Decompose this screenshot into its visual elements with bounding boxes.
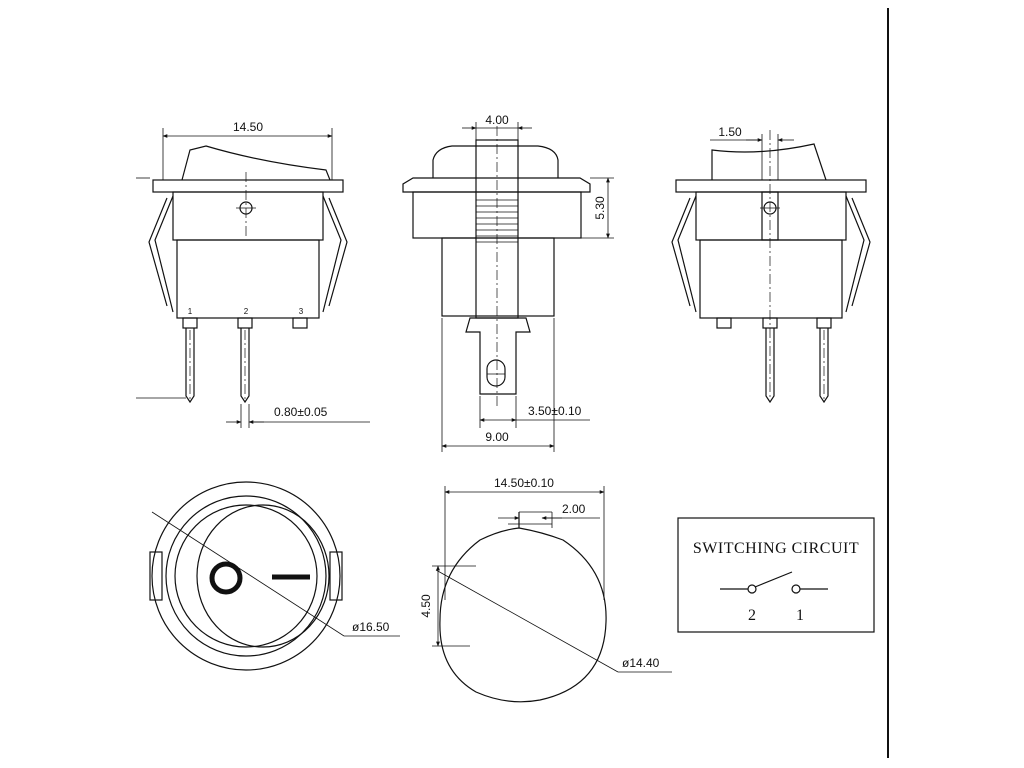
dim-key-height: 4.50: [419, 594, 433, 618]
dim-depth: 9.00: [485, 430, 509, 444]
bezel-front-face: ø16.50: [149, 481, 400, 671]
front-view: 4.00 5.30 3.50±0.10 9.00: [402, 113, 614, 452]
circuit-title: SWITCHING CIRCUIT: [693, 540, 859, 557]
left-side-view: 1 2 3 14.50 0.80±0.05: [136, 120, 370, 428]
circuit-terminal-2: 2: [748, 607, 756, 624]
dim-pin-width: 0.80±0.05: [274, 405, 328, 419]
off-symbol: [209, 561, 243, 595]
right-side-view: 1.50: [671, 125, 871, 404]
circuit-terminal-1: 1: [796, 607, 804, 624]
pin-number-2: 2: [244, 307, 249, 316]
pin-number-3: 3: [299, 307, 304, 316]
dim-cutout-width: 14.50±0.10: [494, 476, 554, 490]
dim-front-width: 4.00: [485, 113, 509, 127]
pin-number-1: 1: [188, 307, 193, 316]
dim-tab-width: 3.50±0.10: [528, 404, 582, 418]
dim-key-width: 2.00: [562, 502, 586, 516]
switching-circuit-box: SWITCHING CIRCUIT 2 1: [677, 517, 875, 633]
dim-flange-height: 5.30: [593, 196, 607, 220]
dim-cutout-diameter: ø14.40: [622, 656, 660, 670]
dim-right-offset: 1.50: [718, 125, 742, 139]
panel-cutout: 14.50±0.10 2.00 4.50 ø14.40: [419, 476, 672, 703]
dim-bezel-diameter: ø16.50: [352, 620, 390, 634]
dim-left-width: 14.50: [233, 120, 263, 134]
